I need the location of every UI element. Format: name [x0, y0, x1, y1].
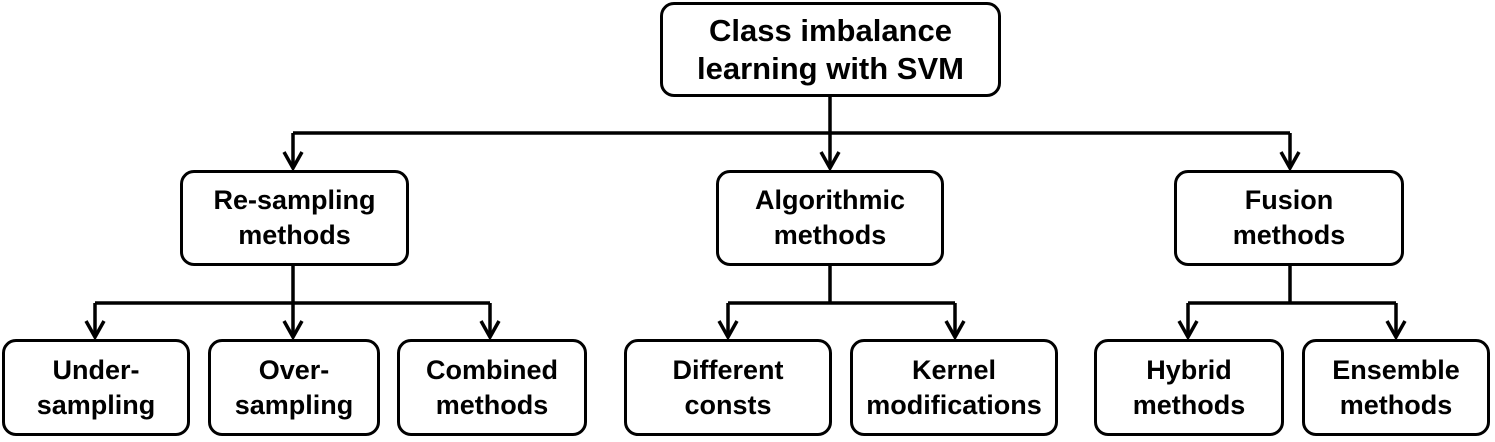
leaf-node-line1: Kernel — [911, 354, 997, 385]
leaf-node-line1: Different — [672, 354, 784, 385]
arrowhead-kernel — [944, 320, 966, 341]
arrowhead-combined — [479, 320, 501, 341]
arrowhead-algorithmic — [819, 151, 841, 172]
category-node-line1: Fusion — [1244, 185, 1334, 215]
arrowhead-undersampling — [84, 320, 106, 341]
leaf-node-line2: methods — [1132, 389, 1246, 420]
leaf-node-line1: Over- — [258, 354, 330, 385]
leaf-node-line2: consts — [684, 389, 772, 420]
arrowhead-fusion — [1279, 151, 1301, 172]
leaf-node-kernel-modifications: Kernel modifications — [850, 339, 1058, 436]
category-node-line2: methods — [238, 220, 351, 250]
leaf-node-hybrid: Hybrid methods — [1094, 339, 1284, 436]
category-node-algorithmic: Algorithmic methods — [716, 170, 944, 266]
root-node-line1: Class imbalance — [709, 12, 952, 48]
leaf-node-combined: Combined methods — [397, 339, 587, 436]
category-node-line1: Algorithmic — [754, 185, 905, 215]
leaf-node-different-consts: Different consts — [624, 339, 832, 436]
arrowhead-hybrid — [1177, 320, 1199, 341]
leaf-node-undersampling: Under- sampling — [2, 339, 190, 436]
leaf-node-oversampling: Over- sampling — [208, 339, 380, 436]
category-node-resampling: Re-sampling methods — [180, 170, 409, 266]
root-node: Class imbalance learning with SVM — [660, 2, 1001, 97]
root-node-line2: learning with SVM — [697, 50, 964, 86]
leaf-node-line2: modifications — [866, 389, 1042, 420]
category-node-fusion: Fusion methods — [1174, 170, 1404, 266]
leaf-node-line2: methods — [1339, 389, 1453, 420]
leaf-node-line2: sampling — [36, 389, 156, 420]
arrowhead-resampling — [282, 151, 304, 172]
leaf-node-line2: methods — [435, 389, 549, 420]
arrowhead-ensemble — [1385, 320, 1407, 341]
leaf-node-line1: Hybrid — [1146, 354, 1232, 385]
leaf-node-line1: Combined — [426, 354, 558, 385]
leaf-node-line1: Ensemble — [1332, 354, 1460, 385]
category-node-line2: methods — [773, 220, 887, 250]
arrowhead-different — [717, 320, 739, 341]
leaf-node-ensemble: Ensemble methods — [1302, 339, 1490, 436]
leaf-node-line2: sampling — [234, 389, 354, 420]
leaf-node-line1: Under- — [52, 354, 140, 385]
category-node-line2: methods — [1232, 220, 1346, 250]
arrowhead-oversampling — [282, 320, 304, 341]
category-node-line1: Re-sampling — [213, 185, 376, 215]
